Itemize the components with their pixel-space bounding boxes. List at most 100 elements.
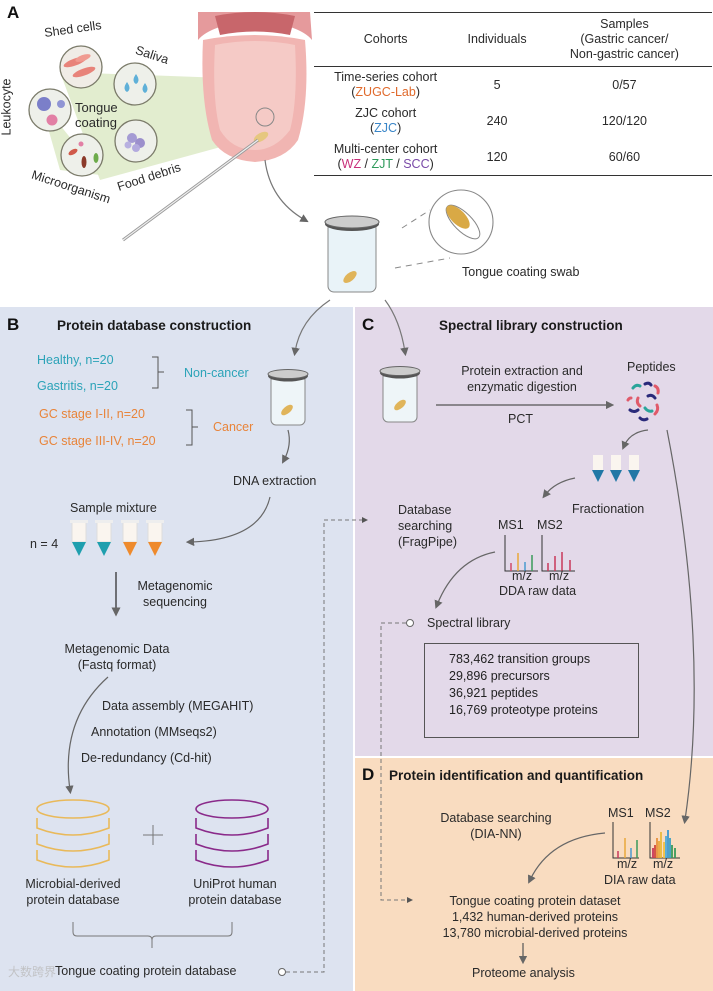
label-dna-extraction: DNA extraction [233, 474, 317, 488]
dashed-arrow-to-dia-nn [380, 622, 413, 903]
header-samples-line3: Non-gastric cancer) [569, 47, 679, 61]
sequencing-line1: Metagenomic [137, 579, 213, 593]
label-dda-mz2: m/z [549, 569, 570, 583]
label-dia-ms1: MS1 [608, 806, 634, 820]
table-row: Time-series cohort (ZUGC-Lab) 5 0/57 [314, 67, 712, 104]
label-pct: PCT [508, 412, 533, 426]
panel-d-title: Protein identification and quantificatio… [389, 768, 644, 783]
dia-nn-line1: Database searching [440, 811, 552, 825]
metagenomic-data-line2: (Fastq format) [77, 658, 157, 672]
step-annotation: Annotation (MMseqs2) [91, 725, 217, 739]
dda-ms1-spectrum-icon [504, 535, 538, 572]
metagenomic-data-line1: Metagenomic Data [64, 642, 170, 656]
label-proteome-analysis: Proteome analysis [472, 966, 575, 980]
group-gc-stage-3-4: GC stage III-IV, n=20 [39, 434, 156, 448]
arrow-to-fractionation [621, 429, 649, 450]
library-stats-box: 783,462 transition groups 29,896 precurs… [424, 643, 639, 738]
stat-peptides: 36,921 peptides [449, 686, 538, 700]
cohort-samples: 0/57 [612, 77, 637, 92]
label-dia-mz2: m/z [653, 857, 674, 871]
step-de-redundancy: De-redundancy (Cd-hit) [81, 751, 212, 765]
label-dia-raw-data: DIA raw data [604, 873, 676, 887]
label-peptides: Peptides [627, 360, 676, 374]
header-cohorts: Cohorts [314, 12, 458, 67]
extraction-line1: Protein extraction and [461, 364, 583, 378]
dia-ms2-spectrum-icon [649, 822, 680, 859]
uniprot-db-line2: protein database [188, 893, 282, 907]
label-dda-ms2: MS2 [537, 518, 563, 532]
shed-cells-icon [59, 45, 103, 89]
panel-a-letter: A [7, 3, 20, 22]
swab-zoom-icon [428, 189, 494, 255]
watermark: 大数跨界 [8, 965, 57, 979]
arrow-to-dna-extraction [282, 429, 290, 464]
cohort-table-header: Cohorts Individuals Samples (Gastric can… [314, 12, 712, 67]
cohort-individuals: 5 [493, 77, 501, 92]
group-healthy: Healthy, n=20 [37, 353, 114, 367]
panel-b-letter: B [7, 315, 20, 334]
non-cancer-bracket [152, 356, 164, 389]
cohort-table: Cohorts Individuals Samples (Gastric can… [314, 12, 712, 176]
fragpipe-line1: Database [398, 503, 452, 517]
cohort-title: Time-series cohort [334, 70, 438, 84]
plus-icon [143, 825, 163, 845]
tongue-coating-line2: coating [75, 115, 117, 130]
microbial-database-icon [36, 799, 110, 868]
label-protein-extraction: Protein extraction and enzymatic digesti… [461, 363, 583, 395]
food-debris-icon [114, 119, 158, 163]
stat-transition-groups: 783,462 transition groups [449, 652, 591, 666]
group-gc-stage-1-2: GC stage I-II, n=20 [39, 407, 145, 421]
dataset-microbial-proteins: 13,780 microbial-derived proteins [442, 926, 628, 940]
label-non-cancer: Non-cancer [184, 366, 249, 380]
label-microbial-database: Microbial-derived protein database [25, 876, 120, 908]
library-connector-node [406, 619, 414, 627]
saliva-icon [113, 62, 157, 106]
panel-c-title: Spectral library construction [439, 318, 623, 333]
cohort-title: Multi-center cohort [333, 142, 438, 156]
sequencing-line2: sequencing [143, 595, 207, 609]
cohort-individuals: 120 [457, 139, 537, 176]
dia-nn-line2: (DIA-NN) [470, 827, 522, 841]
header-samples-line1: Samples [600, 17, 649, 31]
tongue-illustration [198, 12, 312, 162]
label-dda-ms1: MS1 [498, 518, 524, 532]
arrow-to-microbial-db [65, 676, 109, 795]
label-tongue-coating-protein-database: Tongue coating protein database [55, 964, 237, 978]
uniprot-database-icon [195, 799, 269, 868]
microbial-db-line2: protein database [26, 893, 120, 907]
dda-ms2-spectrum-icon [541, 535, 575, 572]
label-dia-ms2: MS2 [645, 806, 671, 820]
cohort-samples: 120/120 [601, 113, 648, 128]
label-tongue-coating-swab: Tongue coating swab [462, 265, 580, 279]
site-code: WZ [341, 157, 362, 171]
cohort-samples: 60/60 [536, 139, 712, 176]
arrow-to-dda [542, 477, 576, 499]
dashed-arrow-to-fragpipe [286, 517, 368, 973]
sample-cup-c-icon [379, 366, 421, 423]
stat-precursors: 29,896 precursors [449, 669, 550, 683]
arrow-to-spectral-library [434, 551, 496, 609]
table-row: ZJC cohort (ZJC) 240 120/120 [314, 103, 712, 139]
microorganism-icon [60, 133, 104, 177]
cohort-name: ZJC cohort (ZJC) [314, 103, 457, 139]
leukocyte-icon [28, 88, 72, 132]
peptides-icon [626, 381, 660, 422]
site-code: ZJC [374, 121, 398, 135]
label-cancer: Cancer [213, 420, 254, 434]
label-dda-mz1: m/z [512, 569, 533, 583]
cohort-individuals: 240 [486, 113, 508, 128]
cohort-title: ZJC cohort [355, 106, 417, 120]
label-dda-raw-data: DDA raw data [499, 584, 577, 598]
panel-b-title: Protein database construction [57, 318, 252, 333]
fragpipe-line3: (FragPipe) [398, 535, 458, 549]
step-data-assembly: Data assembly (MEGAHIT) [102, 699, 254, 713]
site-code: ZJT [371, 157, 393, 171]
cohort-sites: (ZJC) [370, 121, 402, 135]
stat-proteotype-proteins: 16,769 proteotype proteins [449, 703, 598, 717]
label-fractionation: Fractionation [572, 502, 645, 516]
label-tongue-coating: Tongue coating [75, 100, 118, 130]
arrow-cup-to-c [384, 299, 409, 357]
dia-ms1-spectrum-icon [612, 822, 639, 859]
label-metagenomic-sequencing: Metagenomic sequencing [137, 578, 212, 610]
extraction-line2: enzymatic digestion [467, 380, 577, 394]
